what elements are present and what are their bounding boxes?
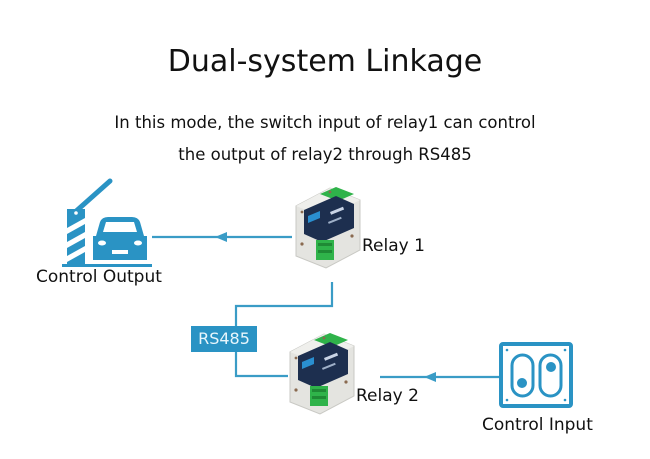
diagram-title: Dual-system Linkage <box>167 44 483 79</box>
relay-device-icon <box>289 332 355 415</box>
connection-rs485-bus <box>234 282 334 378</box>
switch-panel-icon <box>499 342 573 408</box>
relay-1-label: Relay 1 <box>362 236 425 256</box>
description-line-1: In this mode, the switch input of relay1… <box>114 113 536 132</box>
connection-relay1-to-output <box>152 232 292 242</box>
control-output-label: Control Output <box>36 267 162 287</box>
description-line-2: the output of relay2 through RS485 <box>178 145 472 164</box>
arrow-left-icon <box>424 372 436 382</box>
control-input-label: Control Input <box>482 415 593 435</box>
relay-2-label: Relay 2 <box>356 386 419 406</box>
arrow-left-icon <box>215 232 227 242</box>
connection-input-to-relay2 <box>380 372 500 382</box>
barrier-gate-car-icon <box>62 178 152 267</box>
relay-device-icon <box>295 186 361 269</box>
rs485-bus-badge: RS485 <box>191 326 257 352</box>
